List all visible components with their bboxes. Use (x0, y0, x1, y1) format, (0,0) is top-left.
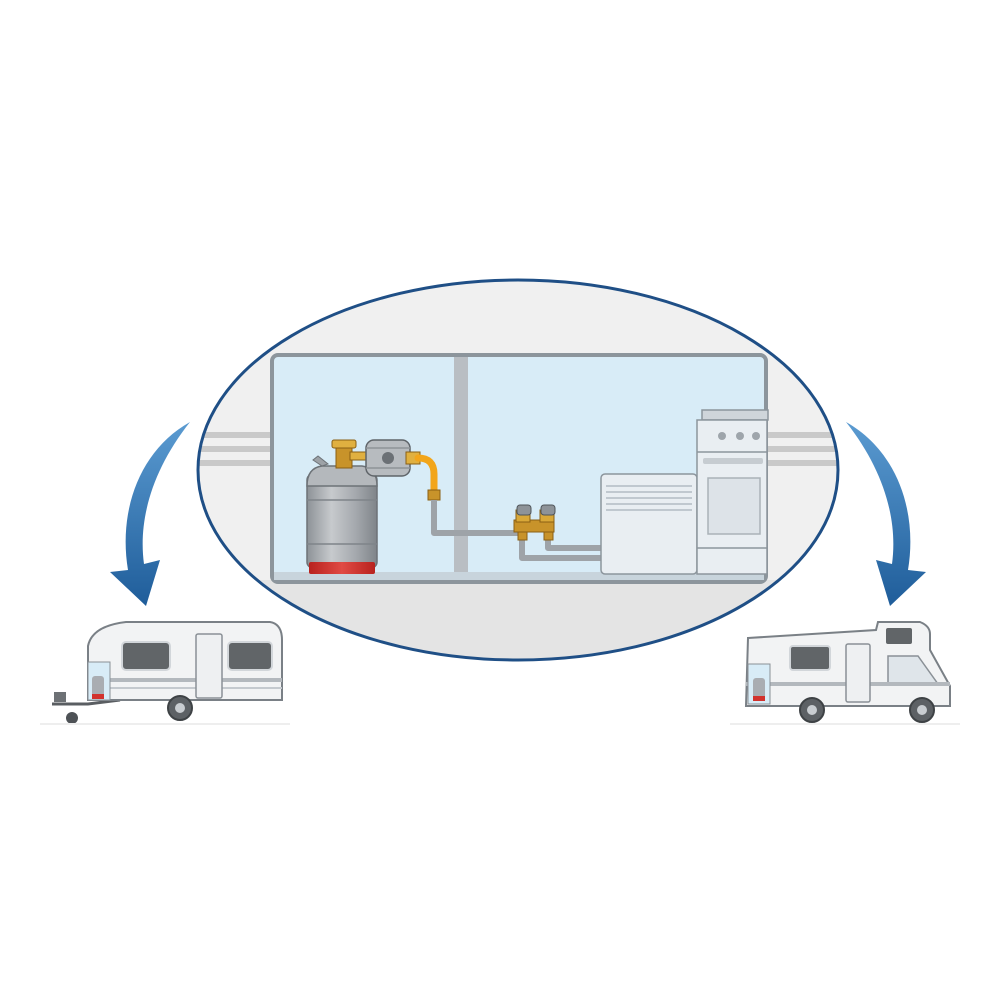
pipe-segment (431, 500, 522, 536)
arrow-left-shape (110, 422, 190, 606)
interior-divider (454, 357, 468, 580)
cylinder-shoulder (306, 465, 378, 487)
arrow-left (110, 422, 190, 606)
hose-fitting (427, 489, 441, 501)
motorhome-gas-cylinder (753, 678, 765, 700)
stove-top (701, 409, 769, 421)
valve-outlet (517, 531, 528, 541)
cylinder-base (309, 562, 375, 574)
valve-outlet (349, 451, 367, 461)
oven-door (707, 477, 761, 535)
heater-body (600, 473, 698, 575)
caravan-hitch (54, 692, 66, 702)
heater (600, 473, 698, 575)
interior-floor (274, 572, 764, 580)
cylinder-handle (312, 455, 330, 467)
caravan-gas-cylinder (92, 676, 104, 698)
oven-handle (703, 458, 763, 464)
stove-oven (696, 409, 769, 575)
motorhome-alcove-window (886, 628, 912, 644)
cylinder-body (306, 473, 378, 569)
caravan-window (227, 641, 273, 671)
gas-cylinder (306, 439, 378, 574)
valve-manifold (513, 519, 555, 533)
arrow-right-shape (846, 422, 926, 606)
distribution-valves (513, 504, 556, 541)
interior-ellipse (196, 278, 840, 662)
motorhome (730, 621, 960, 725)
arrow-right (846, 422, 926, 606)
jockey-wheel (66, 712, 78, 724)
caravan-window (121, 641, 171, 671)
gas-hose (414, 454, 438, 496)
caravan-gas-cylinder-base (92, 694, 104, 699)
motorhome-window (789, 645, 831, 671)
valve-outlet (543, 531, 554, 541)
pressure-regulator (365, 439, 421, 477)
caravan-hub (175, 703, 185, 713)
valve-handle (516, 504, 532, 516)
valve-handle (540, 504, 556, 516)
heater-grille (606, 485, 692, 511)
stove-knob (752, 432, 760, 440)
motorhome-door (845, 643, 871, 703)
valve-knob (331, 439, 357, 449)
regulator-gauge (382, 452, 394, 464)
caravan-door (195, 633, 223, 699)
stove-knob (718, 432, 726, 440)
caravan-drawbar (52, 698, 121, 706)
motorhome-gas-cylinder-base (753, 696, 765, 701)
pipe-segment (519, 536, 602, 561)
caravan (40, 621, 290, 725)
ellipse-outline (196, 278, 840, 662)
stove-knob (736, 432, 744, 440)
